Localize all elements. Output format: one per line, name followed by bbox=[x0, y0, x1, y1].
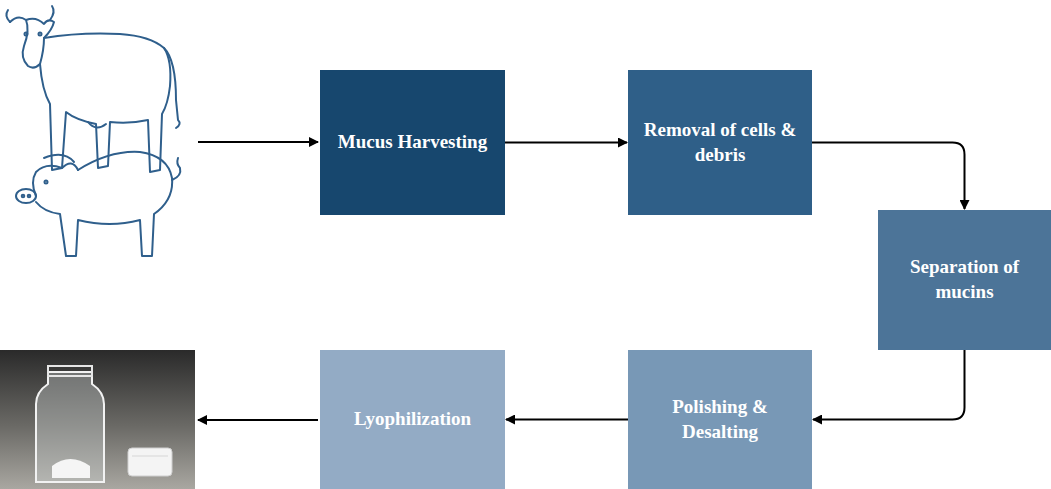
step-label: Lyophilization bbox=[354, 407, 471, 432]
process-box: Separation of mucins bbox=[878, 210, 1051, 350]
vial-photo bbox=[0, 350, 195, 489]
pig-drawing bbox=[16, 152, 180, 256]
flow-arrow bbox=[812, 143, 965, 210]
flow-arrow bbox=[813, 350, 965, 420]
step-label: Removal of cells & debris bbox=[642, 118, 798, 167]
cow-drawing bbox=[6, 6, 179, 172]
process-box: Lyophilization bbox=[320, 350, 505, 489]
step-label: Polishing & Desalting bbox=[642, 395, 798, 444]
process-box: Mucus Harvesting bbox=[320, 70, 505, 215]
flow-arrow bbox=[505, 142, 627, 144]
step-label: Mucus Harvesting bbox=[338, 130, 487, 155]
step-label: Separation of mucins bbox=[892, 255, 1037, 304]
process-box: Removal of cells & debris bbox=[628, 70, 812, 215]
flow-arrow bbox=[506, 419, 628, 421]
process-box: Polishing & Desalting bbox=[628, 350, 812, 489]
input-arrow bbox=[198, 141, 318, 143]
output-arrow bbox=[198, 419, 318, 421]
